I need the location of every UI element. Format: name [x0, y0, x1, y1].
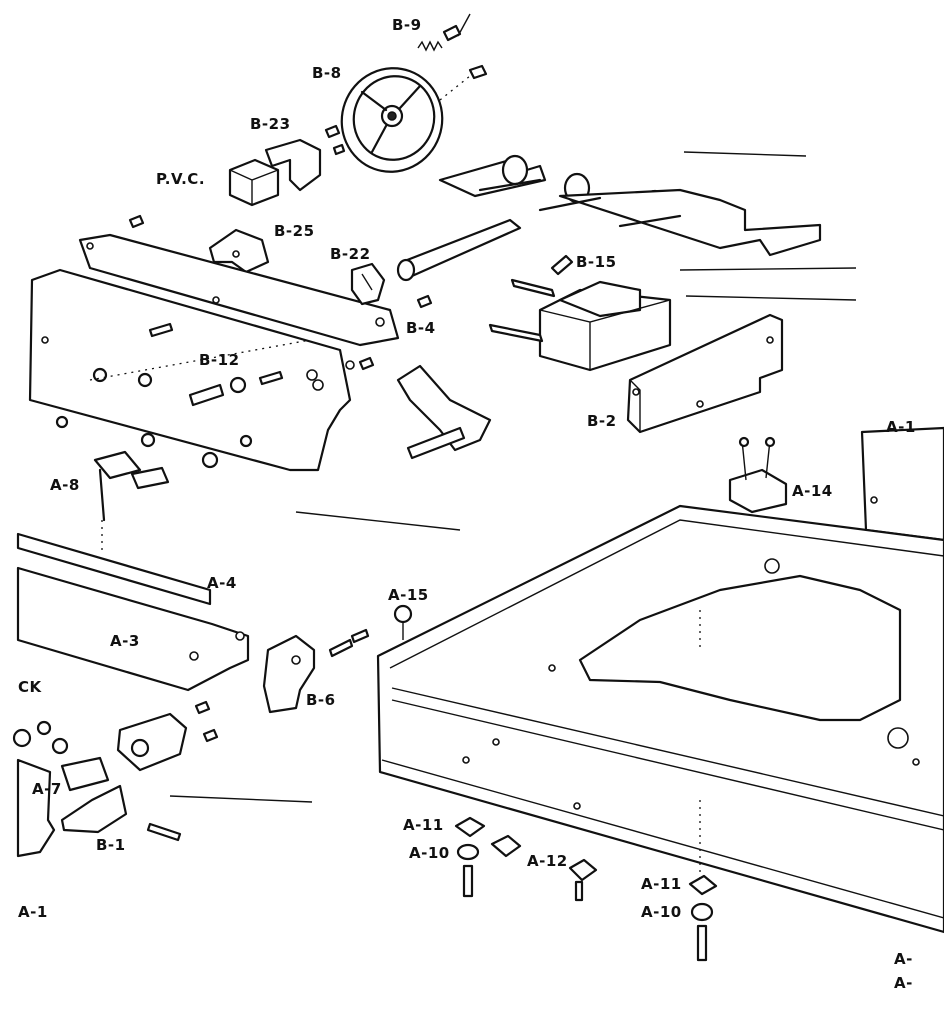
- label-a11-right: A-11: [641, 875, 682, 893]
- label-b2: B-2: [587, 412, 617, 430]
- label-b1: B-1: [96, 836, 126, 854]
- leader-lines: [169, 151, 857, 803]
- label-a12: A-12: [527, 852, 568, 870]
- part-b15-transformer: [488, 254, 672, 372]
- part-b23-bracket: [228, 124, 346, 207]
- label-b25: B-25: [274, 222, 315, 240]
- label-a1-left: A-1: [18, 903, 48, 921]
- part-b9-spring: [417, 13, 471, 52]
- label-b9: B-9: [392, 16, 422, 34]
- label-b6: B-6: [306, 691, 336, 709]
- part-b2-bracket: [626, 313, 784, 434]
- label-pvc: P.V.C.: [156, 170, 206, 188]
- label-b8: B-8: [312, 64, 342, 82]
- label-a7: A-7: [32, 780, 62, 798]
- part-b6: [262, 628, 370, 714]
- label-a15: A-15: [388, 586, 429, 604]
- label-b23: B-23: [250, 115, 291, 133]
- plate-hardware: [55, 322, 311, 469]
- part-a7-b1: [12, 700, 219, 842]
- label-a4: A-4: [207, 574, 237, 592]
- label-a3: A-3: [110, 632, 140, 650]
- part-cabinet: [376, 504, 944, 934]
- part-a14: [728, 436, 788, 514]
- label-a8: A-8: [50, 476, 80, 494]
- part-b4-plate: [28, 214, 433, 472]
- part-b8-pulley: [340, 64, 488, 173]
- label-b15: B-15: [576, 253, 617, 271]
- part-a1-lower-panel: [16, 758, 56, 858]
- label-a10-right: A-10: [641, 903, 682, 921]
- label-b22: B-22: [330, 245, 371, 263]
- label-a10-left: A-10: [409, 844, 450, 862]
- part-a4-rail: [16, 532, 250, 692]
- part-feet: [454, 816, 718, 962]
- part-a15-knob: [393, 604, 413, 640]
- label-b4: B-4: [406, 319, 436, 337]
- part-a1-panel: [860, 426, 944, 542]
- label-a-right-1: A-: [894, 950, 913, 968]
- part-lever-arm: [396, 364, 492, 460]
- label-a1-top: A-1: [886, 418, 916, 436]
- part-shaft-assembly: [396, 154, 822, 282]
- label-a-right-2: A-: [894, 974, 913, 992]
- label-a14: A-14: [792, 482, 833, 500]
- part-b25-clip: [208, 228, 270, 274]
- part-a8: [93, 450, 170, 550]
- label-a11-left: A-11: [403, 816, 444, 834]
- part-b22: [350, 262, 386, 306]
- label-b12: B-12: [199, 351, 240, 369]
- label-ck: CK: [18, 678, 42, 696]
